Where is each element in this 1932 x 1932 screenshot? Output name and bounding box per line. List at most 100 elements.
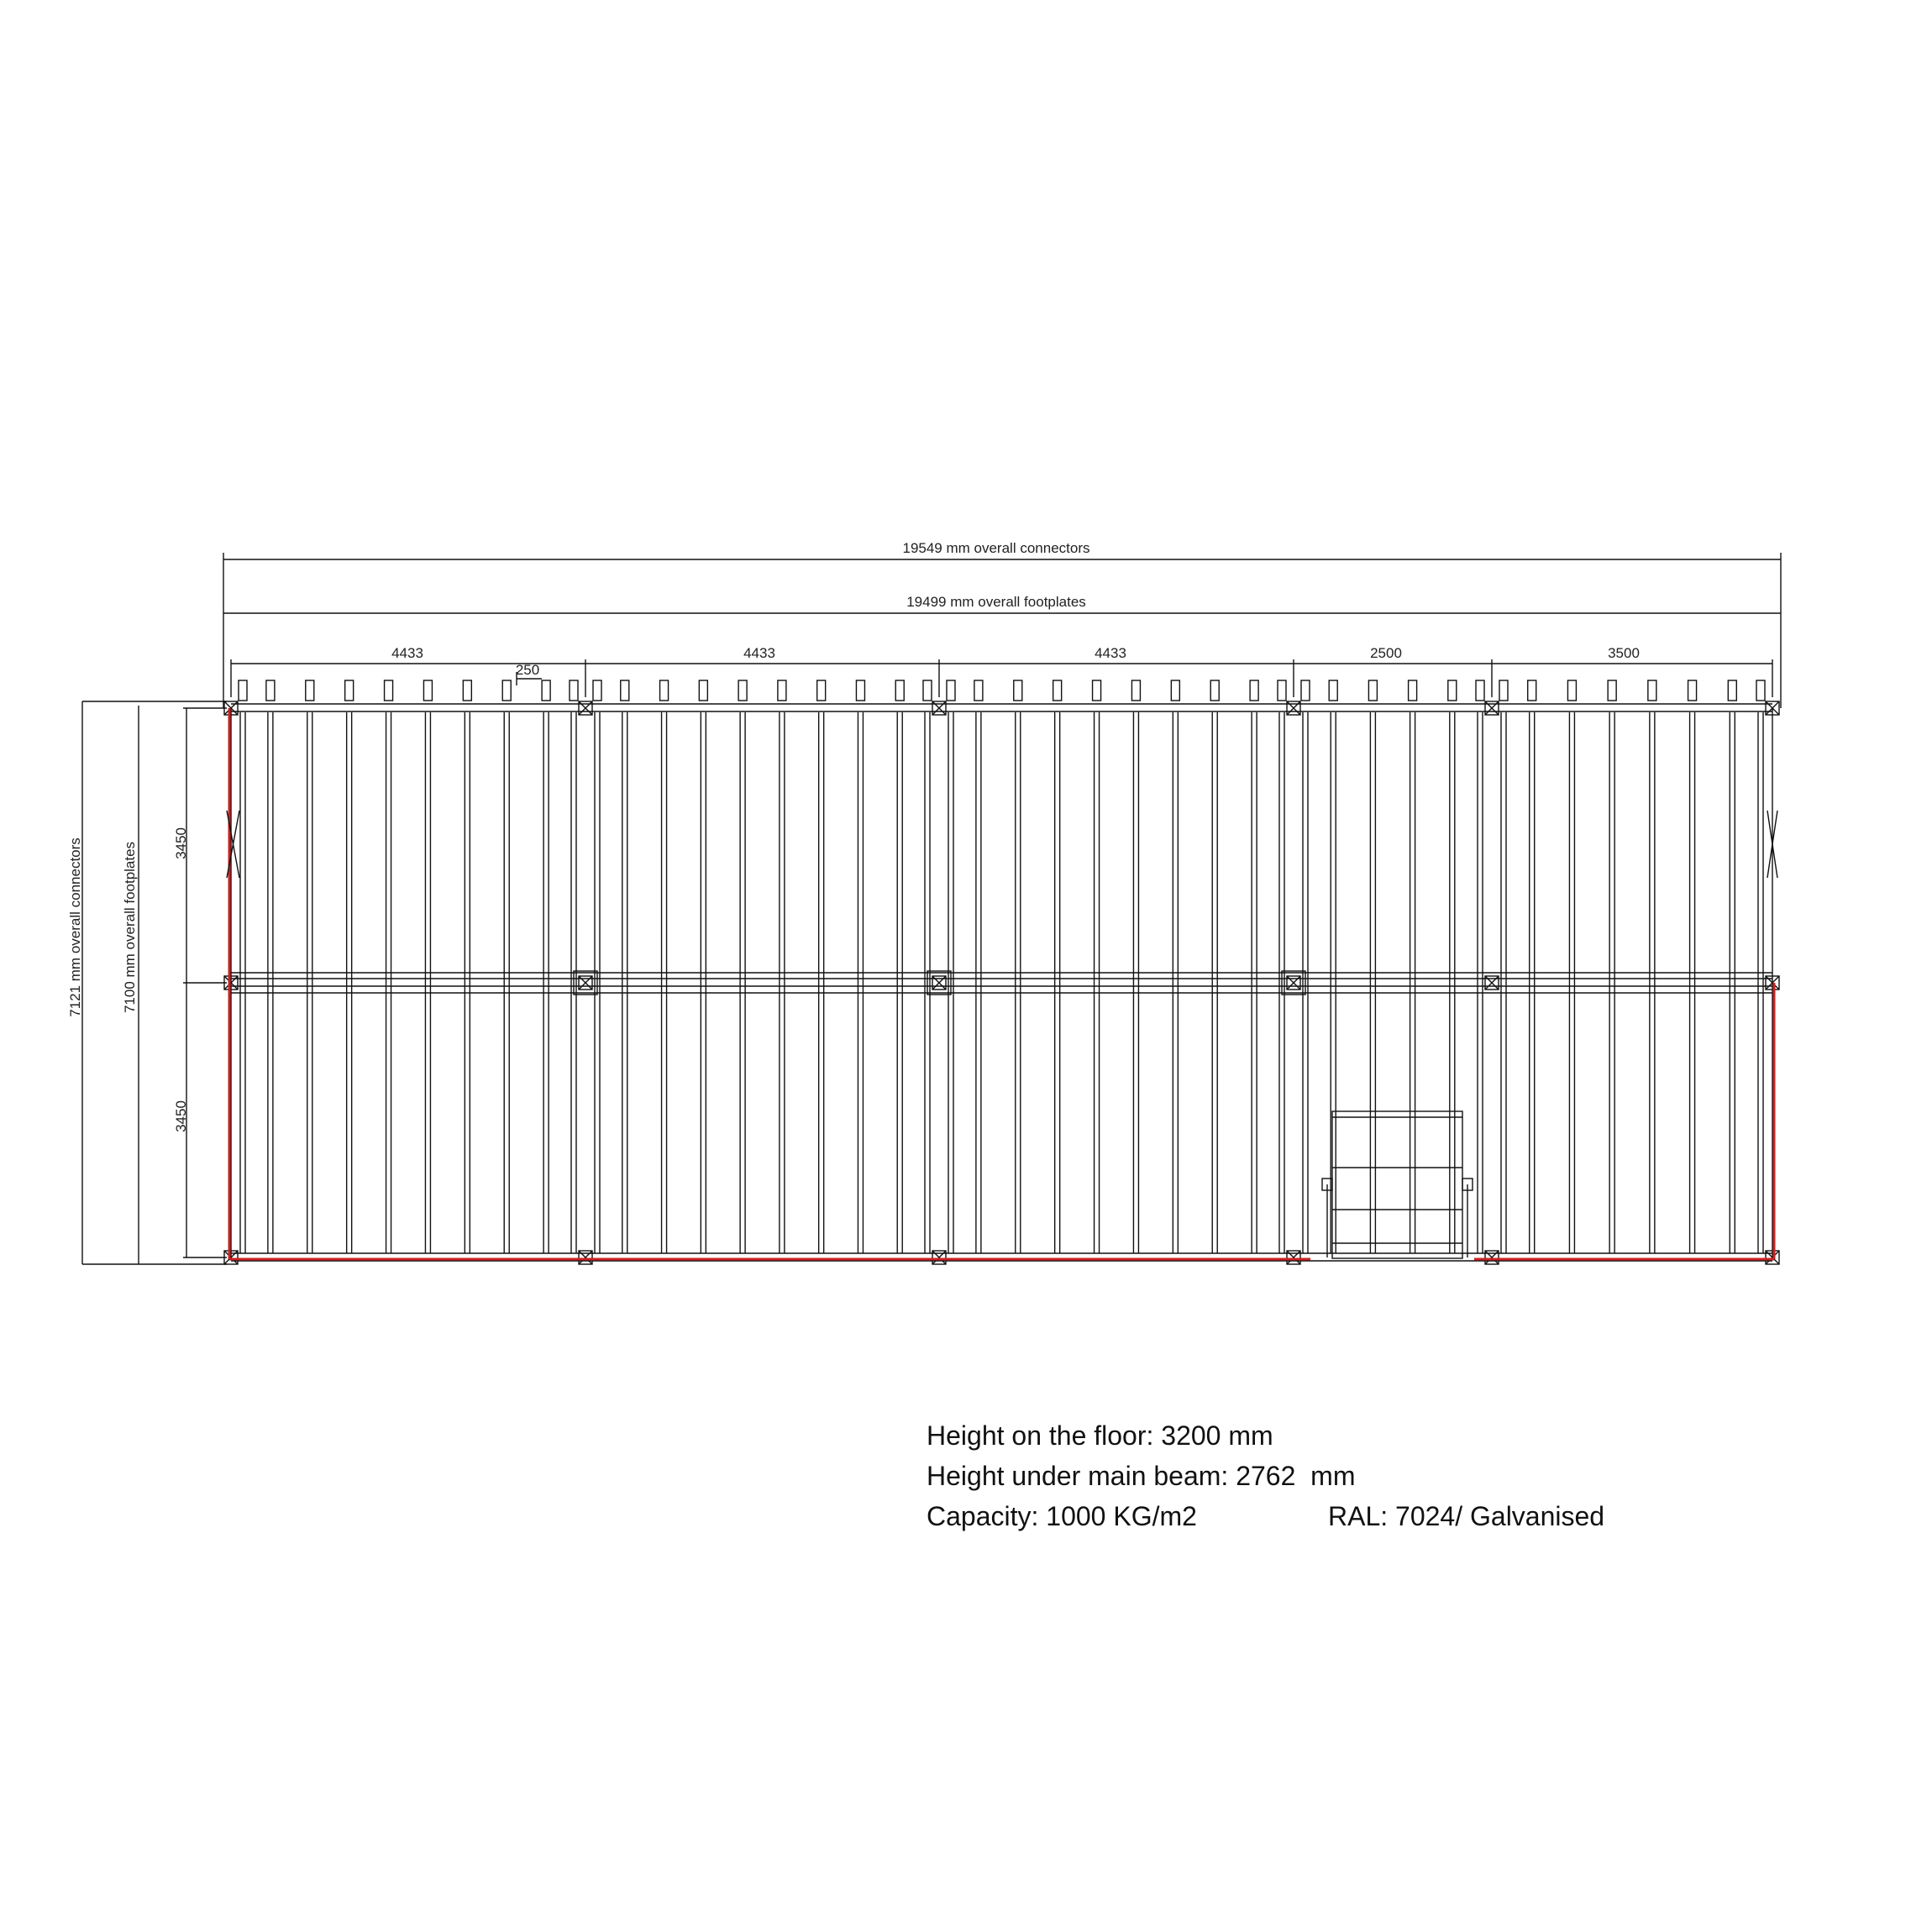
joist-end-tab xyxy=(659,680,669,701)
column-baseplate xyxy=(1484,975,1499,990)
joist-end-tab xyxy=(1647,680,1657,701)
joist-end-tab xyxy=(1567,680,1578,701)
staircase xyxy=(1321,1110,1473,1259)
column-cross xyxy=(932,975,947,990)
joist-end-tab xyxy=(974,680,984,701)
column-baseplate xyxy=(1765,975,1780,990)
joist-end-tab xyxy=(423,680,433,701)
joist-end-tab xyxy=(698,680,709,701)
joist-end-tab xyxy=(1727,680,1737,701)
joist-end-tab xyxy=(462,680,473,701)
joist-end-tab xyxy=(592,680,602,701)
joist-end-tab xyxy=(1052,680,1063,701)
joist-end-tab xyxy=(1687,680,1698,701)
column-cross xyxy=(223,975,239,990)
column-baseplate xyxy=(1765,701,1780,716)
joist-end-tab xyxy=(569,680,579,701)
column-baseplate xyxy=(1765,1250,1780,1265)
joist-end-tab xyxy=(1527,680,1537,701)
joist-spacing-label: 250 xyxy=(516,662,539,678)
height-floor-text: Height on the floor: 3200 mm xyxy=(927,1420,1273,1451)
column-baseplate xyxy=(578,1250,593,1265)
beam-connector-plate xyxy=(1281,970,1306,995)
specification-block: Height on the floor: 3200 mm Height unde… xyxy=(927,1415,1604,1536)
column-baseplate xyxy=(1286,975,1301,990)
stair-frame xyxy=(1331,1110,1463,1259)
column-cross xyxy=(1765,701,1780,716)
joist-end-tab xyxy=(946,680,956,701)
joist-end-tab xyxy=(1131,680,1142,701)
stair-post xyxy=(1321,1178,1333,1191)
bay-width-label-1: 4433 xyxy=(391,645,423,661)
bay-width-label-2: 4433 xyxy=(743,645,775,661)
height-beam-row: Height under main beam: 2762 mm xyxy=(927,1456,1355,1496)
column-cross xyxy=(223,1250,239,1265)
joist-end-tab xyxy=(1475,680,1485,701)
bracing-mark xyxy=(1767,810,1778,879)
column-cross xyxy=(1286,701,1301,716)
column-cross xyxy=(578,1250,593,1265)
capacity-row: Capacity: 1000 KG/m2 RAL: 7024/ Galvanis… xyxy=(927,1496,1604,1536)
beam-connector-plate xyxy=(573,970,598,995)
joist-end-tab xyxy=(1170,680,1181,701)
joist-end-tab xyxy=(777,680,787,701)
joist-end-tab xyxy=(1368,680,1378,701)
column-baseplate xyxy=(932,1250,947,1265)
floor-structure xyxy=(223,680,1780,1265)
joist-end-tab xyxy=(1210,680,1220,701)
bay-width-label-3: 4433 xyxy=(1095,645,1126,661)
joist-end-tab xyxy=(1277,680,1287,701)
joist-end-tab xyxy=(738,680,748,701)
column-baseplate xyxy=(1484,701,1499,716)
column-baseplate xyxy=(932,701,947,716)
joist-end-tab xyxy=(1013,680,1023,701)
joist-end-tab xyxy=(1328,680,1338,701)
ral-text: RAL: 7024/ Galvanised xyxy=(1328,1501,1605,1531)
joist-end-tab xyxy=(1447,680,1457,701)
column-cross xyxy=(223,701,239,716)
joist-end-tab xyxy=(344,680,354,701)
joist-end-tab xyxy=(922,680,932,701)
bay-width-label-5: 3500 xyxy=(1608,645,1640,661)
joist-end-tab xyxy=(501,680,512,701)
column-baseplate xyxy=(1286,1250,1301,1265)
joist-end-tab xyxy=(1756,680,1766,701)
column-cross xyxy=(1484,1250,1499,1265)
column-cross xyxy=(1765,975,1780,990)
column-cross xyxy=(578,975,593,990)
column-cross xyxy=(932,1250,947,1265)
joist-end-tab xyxy=(1300,680,1310,701)
bay-depth-label-1: 3450 xyxy=(173,827,189,859)
column-baseplate xyxy=(578,701,593,716)
joist-end-tab xyxy=(1407,680,1418,701)
column-cross xyxy=(1484,975,1499,990)
column-cross xyxy=(1286,1250,1301,1265)
column-baseplate xyxy=(1286,701,1301,716)
joist-end-tab xyxy=(1499,680,1509,701)
column-cross xyxy=(578,701,593,716)
joist-end-tab xyxy=(238,680,248,701)
joist-end-tab xyxy=(265,680,276,701)
joist-end-tab xyxy=(383,680,394,701)
dimension-lines xyxy=(81,553,1782,1265)
stair-post xyxy=(1462,1178,1473,1191)
joist-end-tab xyxy=(305,680,315,701)
height-beam-text: Height under main beam: 2762 mm xyxy=(927,1461,1356,1491)
height-floor-row: Height on the floor: 3200 mm xyxy=(927,1415,1355,1456)
joist-end-tab xyxy=(895,680,905,701)
column-cross xyxy=(1484,701,1499,716)
overall-footplates-width-label: 19499 mm overall footplates xyxy=(906,594,1086,610)
column-baseplate xyxy=(578,975,593,990)
column-cross xyxy=(1765,1250,1780,1265)
overall-connectors-depth-label: 7121 mm overall connectors xyxy=(67,837,83,1017)
column-baseplate xyxy=(1484,1250,1499,1265)
bracing-mark xyxy=(226,810,240,879)
bay-width-label-4: 2500 xyxy=(1370,645,1402,661)
column-cross xyxy=(1286,975,1301,990)
joist-end-tab xyxy=(816,680,827,701)
joist-end-tab xyxy=(541,680,551,701)
joist-end-tab xyxy=(1091,680,1102,701)
capacity-text: Capacity: 1000 KG/m2 xyxy=(927,1501,1197,1531)
column-baseplate xyxy=(932,975,947,990)
overall-connectors-width-label: 19549 mm overall connectors xyxy=(902,540,1089,556)
